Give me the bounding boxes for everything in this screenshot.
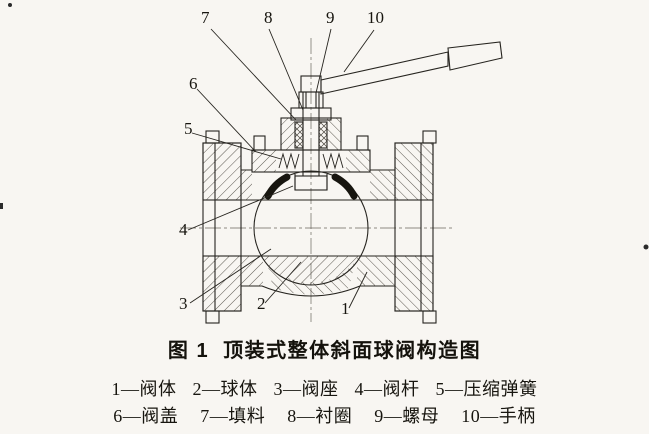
figure-number: 图 1: [167, 340, 210, 362]
legend-item: 5—压缩弹簧: [435, 379, 538, 399]
ball-drawing: [253, 170, 369, 286]
left-flange-drawing: [202, 130, 242, 324]
leader-lines: [187, 28, 375, 309]
legend-item: 6—阀盖: [113, 406, 179, 426]
legend-item: 3—阀座: [273, 379, 339, 399]
callout-2: 2: [257, 294, 266, 313]
legend-item: 1—阀体: [111, 379, 177, 399]
legend-item: 8—衬圈: [287, 406, 353, 426]
callout-1: 1: [341, 299, 350, 318]
callout-9: 9: [326, 8, 335, 27]
figure-caption: 图 1 顶装式整体斜面球阀构造图: [0, 334, 649, 363]
callout-7: 7: [201, 8, 210, 27]
legend-item: 4—阀杆: [354, 379, 420, 399]
legend-item: 10—手柄: [461, 406, 536, 426]
legend-item: 7—填料: [200, 406, 266, 426]
parts-legend-row-1: 1—阀体 2—球体 3—阀座 4—阀杆 5—压缩弹簧: [0, 375, 649, 401]
valve-body-drawing: [241, 169, 395, 297]
bonnet-drawing: [251, 117, 371, 173]
legend-item: 9—螺母: [374, 406, 440, 426]
callout-10: 10: [367, 8, 384, 27]
seat-rings-drawing: [264, 173, 358, 200]
callout-3: 3: [179, 294, 188, 313]
callout-6: 6: [189, 74, 198, 93]
callout-8: 8: [264, 8, 273, 27]
figure-title: 顶装式整体斜面球阀构造图: [223, 340, 482, 362]
legend-item: 2—球体: [192, 379, 258, 399]
valve-cross-section-drawing: [0, 3, 649, 324]
handle-drawing: [320, 41, 503, 95]
callout-5: 5: [184, 119, 193, 138]
spring-drawing: [278, 152, 344, 170]
right-flange-drawing: [394, 130, 437, 324]
scan-artifacts: [0, 3, 649, 250]
parts-legend-row-2: 6—阀盖 7—填料 8—衬圈 9—螺母 10—手柄: [0, 402, 649, 428]
callout-4: 4: [179, 220, 188, 239]
